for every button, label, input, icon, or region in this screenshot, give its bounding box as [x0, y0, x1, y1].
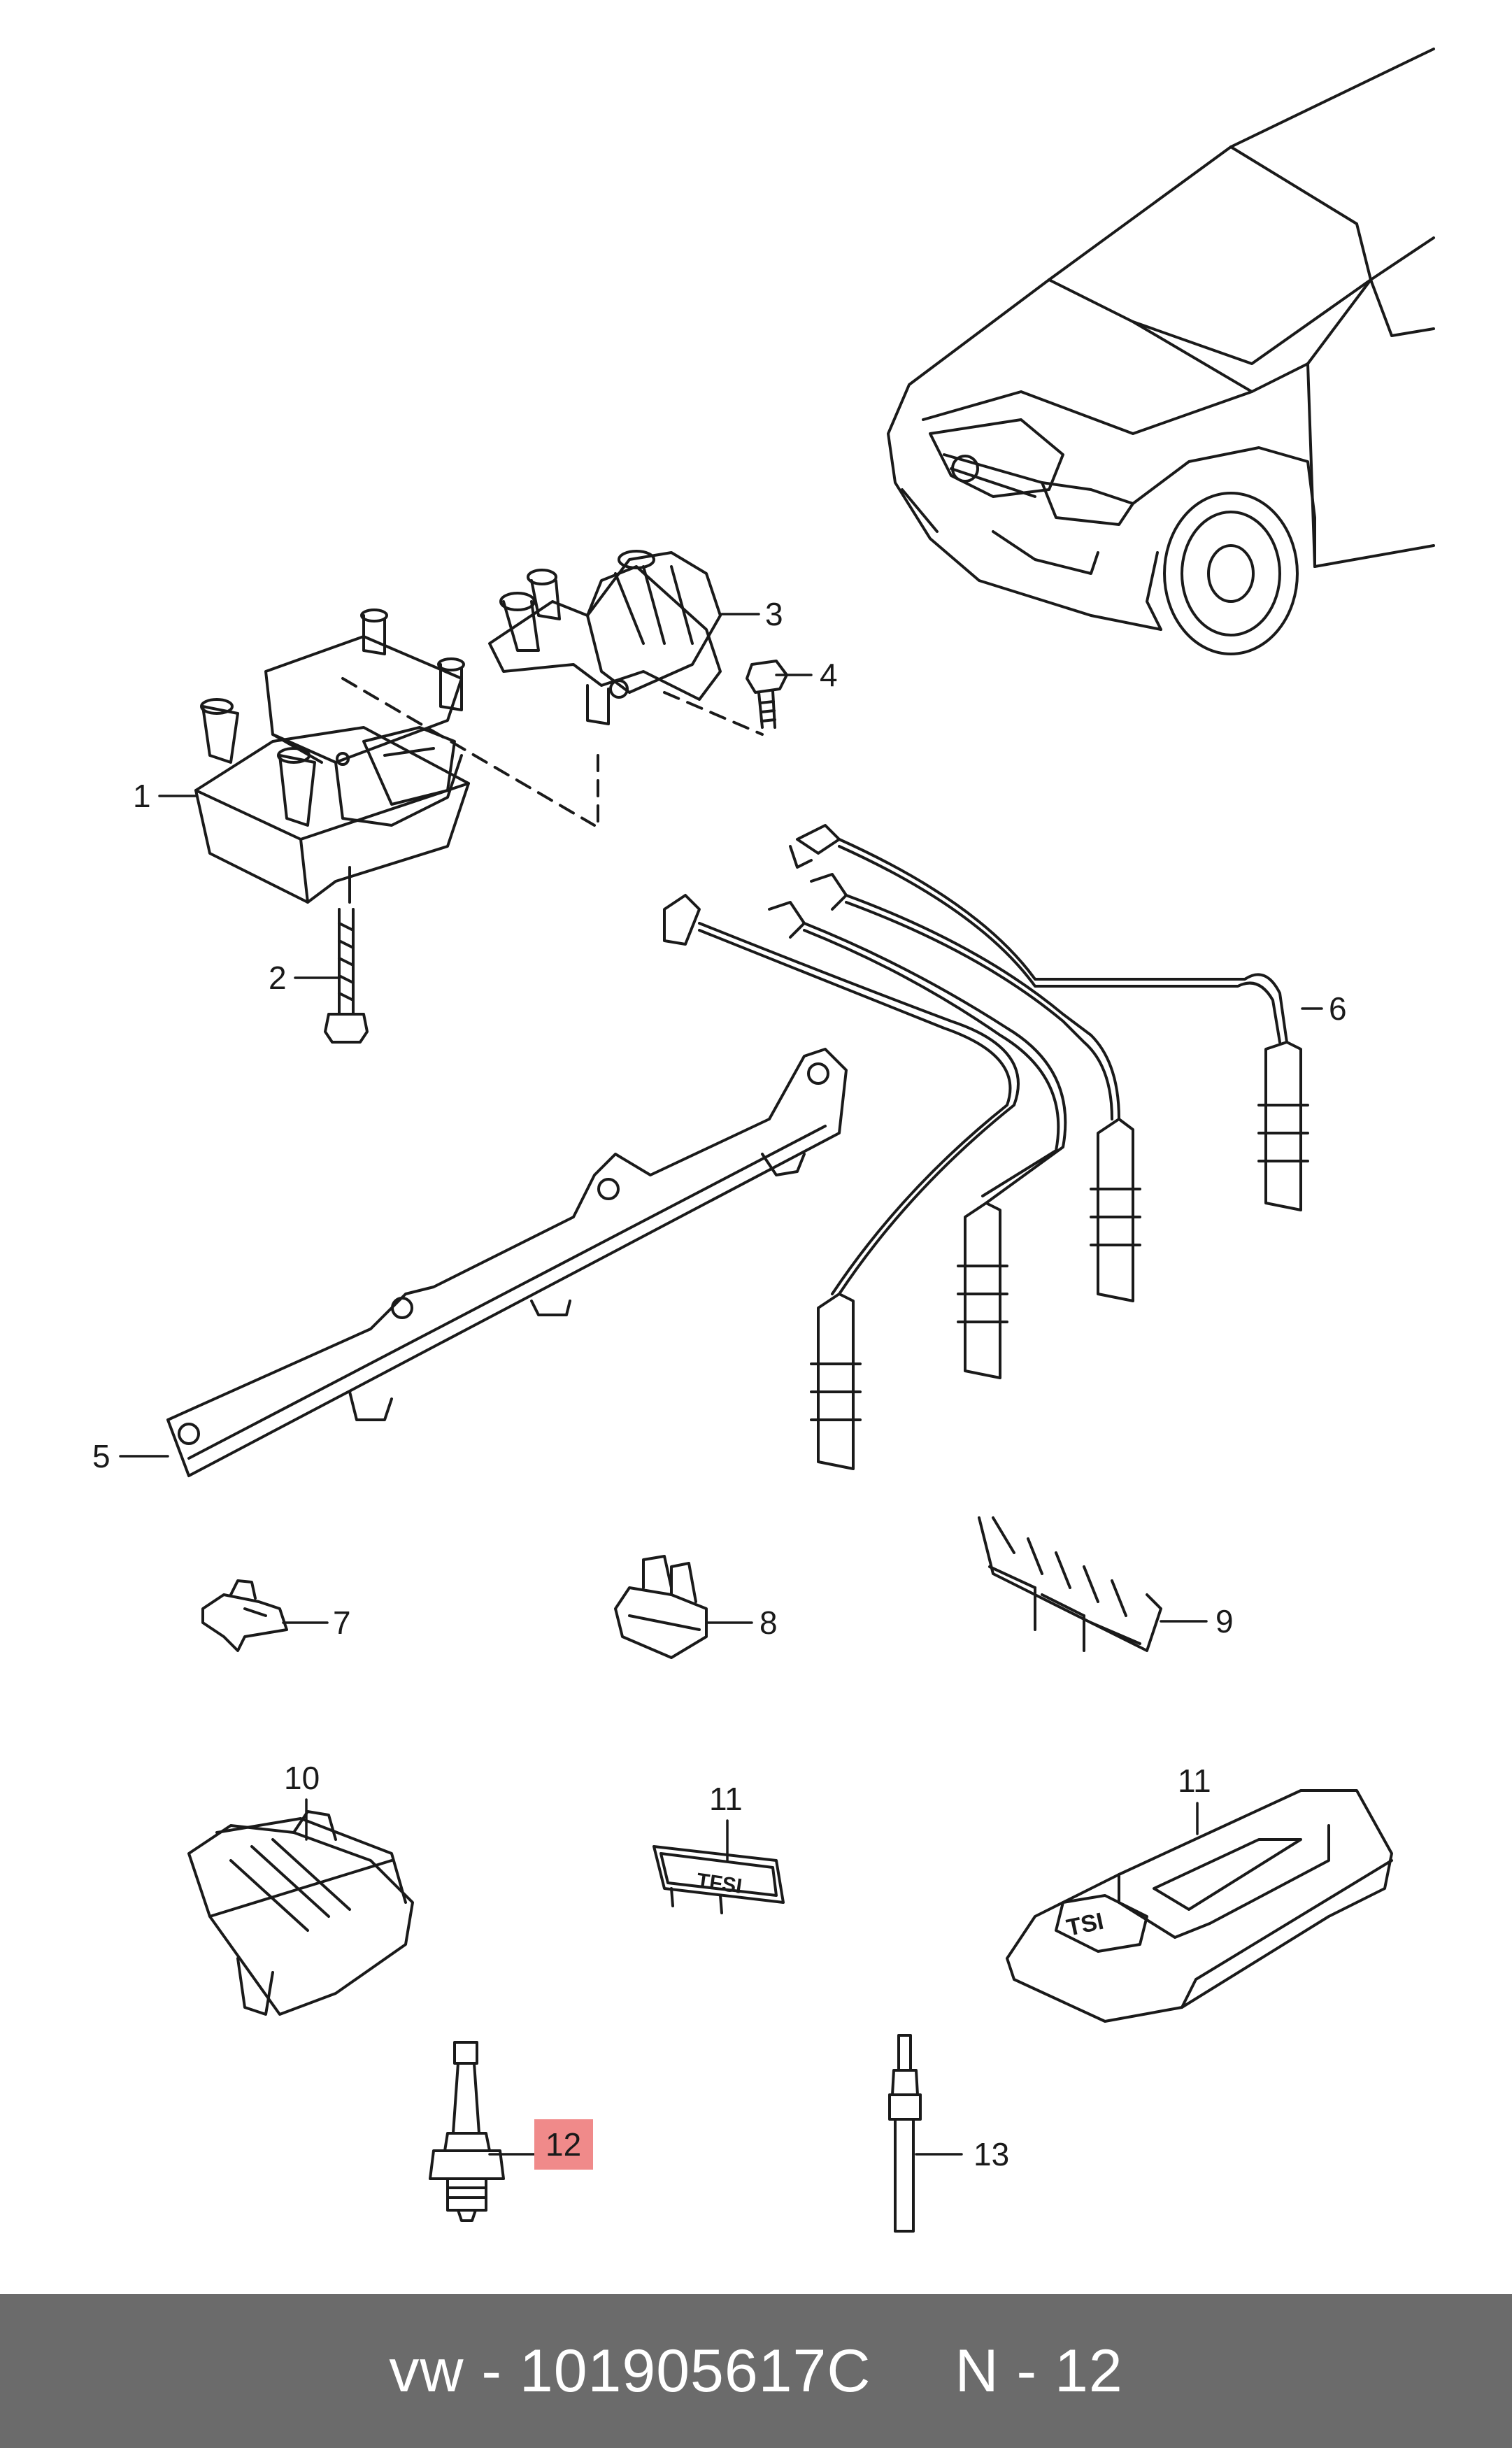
assembly-dash-lines [341, 677, 764, 827]
leader-lines [119, 613, 1323, 2156]
callout-13: 13 [973, 2136, 1009, 2172]
part-11-tfsi-emblem: TFSI [652, 1845, 785, 1914]
part-3-bracket [488, 550, 722, 725]
parts-diagram: TFSI TSI [92, 48, 1435, 2233]
vehicle-illustration [887, 48, 1435, 655]
part-4-screw [746, 660, 788, 729]
callout-6: 6 [1329, 990, 1347, 1027]
callout-8: 8 [759, 1604, 778, 1641]
highlight-box [534, 2119, 593, 2170]
part-13-glow-plug [888, 2034, 922, 2233]
callout-2: 2 [269, 960, 287, 996]
svg-text:TSI: TSI [1064, 1908, 1106, 1942]
part-2-bolt [324, 908, 369, 1044]
callout-4: 4 [820, 657, 838, 693]
callout-12: 12 [545, 2126, 581, 2163]
part-6-ignition-wire-set [663, 824, 1309, 1470]
part-5-wire-holder-rail [166, 1048, 848, 1477]
part-9-wire-guide-comb [978, 1516, 1162, 1652]
part-7-clip [201, 1579, 288, 1652]
callout-3: 3 [765, 596, 783, 632]
callout-9: 9 [1215, 1603, 1234, 1639]
callout-5: 5 [92, 1438, 110, 1474]
callout-10: 10 [284, 1760, 320, 1796]
diagram-position: N - 12 [955, 2337, 1123, 2405]
callout-11-cover: 11 [1178, 1763, 1211, 1799]
part-1-ignition-coil [194, 609, 470, 904]
part-8-double-clip [614, 1555, 708, 1659]
callout-1: 1 [133, 778, 151, 814]
part-10-connector [187, 1810, 414, 2016]
part-code: vw - 101905617C [389, 2337, 871, 2405]
part-12-spark-plug [429, 2041, 505, 2222]
callout-7: 7 [333, 1604, 351, 1641]
callout-11-emblem: 11 [709, 1781, 743, 1817]
callout-labels: 1 2 3 4 5 6 7 8 9 10 11 11 12 13 [92, 596, 1347, 2172]
part-11-engine-cover: TSI [1006, 1789, 1393, 2023]
footer-bar: vw - 101905617C N - 12 [0, 2294, 1512, 2448]
